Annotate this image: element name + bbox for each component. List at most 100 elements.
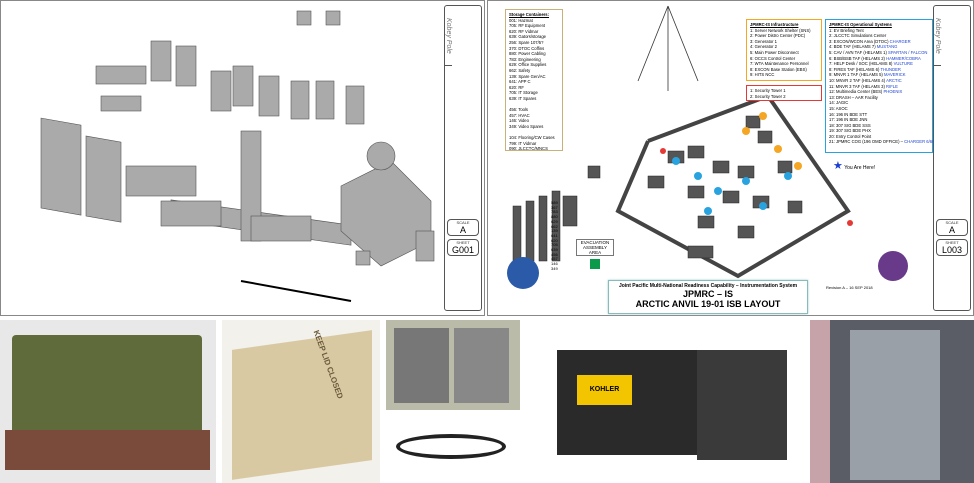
legend-item: 639: Gators/storage xyxy=(509,34,547,40)
ops-item-label: 2: JLCCTC Simulations Center xyxy=(829,33,887,39)
legend-item: 349 xyxy=(551,265,558,271)
legend-item: 589 xyxy=(551,200,558,205)
legend-item: 17: 196 IN BDE JNN xyxy=(829,117,929,123)
evacuation-label: EVACUATION ASSEMBLY AREA xyxy=(576,239,614,256)
ops-item-callsign: RIFLE xyxy=(886,83,898,89)
ops-item-label: 1: EV Briefing Tent xyxy=(829,27,864,33)
legend-item: 4: BDE TAF (HELAMS 7) MUSTANG xyxy=(829,44,929,50)
legend-item: 370: DTOC Coffins xyxy=(509,45,545,51)
legend-item: 456 xyxy=(551,251,558,257)
legend-item: 12: Multimedia Center (BES) PHOENIX xyxy=(829,89,929,95)
legend-item: 662: Safety xyxy=(509,67,531,73)
ops-item-callsign: ARCTIC xyxy=(886,77,902,83)
legend-item: 3: Generator 1 xyxy=(750,38,778,44)
ops-item-callsign: SPARTAN / FALCON xyxy=(888,49,928,55)
scale-value: A xyxy=(948,225,955,235)
legend-item: 4: Generator 2 xyxy=(750,44,778,50)
title-line-2: JPMRC – IS xyxy=(682,289,733,299)
legend-item: 367 xyxy=(551,204,558,210)
legend-item: 705 xyxy=(551,242,558,248)
legend-item: 620: RF Vidmar xyxy=(509,28,539,34)
ops-item-callsign: MUSTANG xyxy=(876,44,898,50)
legend-item: 14: JAGIC xyxy=(829,100,929,106)
ops-item-label: 6: BSB/BSB TAF (HELAMS 2) xyxy=(829,55,887,61)
photo-distribution-panel xyxy=(386,320,520,410)
legend-item: 1: Security Tower 1 xyxy=(750,88,786,93)
ops-item-callsign: HAMMER/COBRA xyxy=(886,55,921,61)
legend-item: 639: IT Spares xyxy=(509,95,537,101)
ops-item-label: 3: EXCON/WCON Area (DTOC) xyxy=(829,38,890,44)
ops-item-label: 4: BDE TAF (HELAMS 7) xyxy=(829,44,877,50)
ops-item-callsign: CHARGER 6/60 xyxy=(904,139,935,145)
legend-item: 457: HVAC xyxy=(509,112,530,118)
legend-item: 139: Spare Gen/AC xyxy=(509,73,546,79)
assembly-point-icon xyxy=(590,259,600,269)
ops-item-callsign: CHARGER xyxy=(889,38,911,44)
ops-item-label: 14: JAGIC xyxy=(829,100,849,106)
ops-item-label: 7: HELP Desk / SOC (HELAMS 8) xyxy=(829,61,894,67)
legend-item: 7: HELP Desk / SOC (HELAMS 8) VULTURE xyxy=(829,61,929,67)
legend-item: 629 xyxy=(551,218,558,224)
legend-item: 090: JLCCTC/MNCS xyxy=(509,146,548,152)
infrastructure-legend-title: JPMRC-IS Infrastructure xyxy=(750,22,799,27)
legend-item: 001: Hazmat xyxy=(509,17,533,23)
infrastructure-legend: JPMRC-IS Infrastructure 1: Server Networ… xyxy=(746,19,822,81)
photo-cable xyxy=(386,414,520,483)
legend-item: 783 xyxy=(551,209,558,215)
ops-item-label: 11: MNVR 3 TAF (HELAMS 3) xyxy=(829,83,887,89)
ops-item-label: 15: ASOC xyxy=(829,105,848,111)
legend-item: 880: Power Cabling xyxy=(509,51,546,57)
ops-item-label: 9: MNVR 1 TAF (HELAMS 5) xyxy=(829,72,884,78)
ops-item-callsign: THUNDER xyxy=(880,66,901,72)
legend-item: 641: APP C xyxy=(509,79,531,85)
legend-item: 9: HITS NCC xyxy=(750,72,775,78)
legend-item: 2: JLCCTC Simulations Center xyxy=(829,33,929,39)
legend-item: 5: Main Power Disconnect xyxy=(750,49,799,55)
legend-item: 11: MNVR 3 TAF (HELAMS 3) RIFLE xyxy=(829,84,929,90)
legend-item: 20: Entry Control Point xyxy=(829,134,929,140)
sheet-id: L003 xyxy=(941,245,963,255)
legend-item: 16: 196 IN BDE STT xyxy=(829,112,929,118)
legend-item: 7: WTA Maintenance Personnel xyxy=(750,61,809,67)
sheet-id: G001 xyxy=(451,245,475,255)
legend-item: 5: CAV / AVN TAF (HELAMS 1) SPARTAN / FA… xyxy=(829,50,929,56)
ops-item-callsign: PHOENIX xyxy=(883,89,903,95)
legend-item: 9: MNVR 1 TAF (HELAMS 5) MAVERICK xyxy=(829,72,929,78)
legend-item: 620 xyxy=(551,237,558,243)
legend-item: 783: Engineering xyxy=(509,56,541,62)
ops-item-label: 16: 196 IN BDE STT xyxy=(829,111,868,117)
legend-item: 19: 307 SIG BDE PHX xyxy=(829,128,929,134)
kobey-pole-logo: Kobey Pole xyxy=(445,6,452,66)
ops-item-label: 21: JPMRC COG (196 OMD OFFICE) – xyxy=(829,139,905,145)
legend-item: 21: JPMRC COG (196 OMD OFFICE) – CHARGER… xyxy=(829,139,934,145)
layout-title-box: Joint Pacific Multi-National Readiness C… xyxy=(608,280,808,314)
title-line-1: Joint Pacific Multi-National Readiness C… xyxy=(618,283,798,289)
ops-item-callsign: VULTURE xyxy=(893,61,913,67)
ops-item-label: 17: 196 IN BDE JNN xyxy=(829,117,868,123)
legend-item: 456: Tools xyxy=(509,107,529,113)
legend-item: 13: DRASH – AAR Facility xyxy=(829,95,929,101)
photo-green-power-box xyxy=(0,320,216,483)
legend-item: 6: OCCS Control Center xyxy=(750,55,796,61)
legend-item: 349: Video Spares xyxy=(509,123,544,129)
legend-item: 146: Video xyxy=(509,118,529,124)
operations-legend: JPMRC-IS Operational Systems 1: EV Brief… xyxy=(825,19,934,153)
ops-item-label: 8: FIRES TAF (HELAMS 6) xyxy=(829,66,881,72)
ops-item-label: 10: MNVR 2 TAF (HELAMS 4) xyxy=(829,77,887,83)
legend-item: 6: BSB/BSB TAF (HELAMS 2) HAMMER/COBRA xyxy=(829,56,929,62)
legend-item: 457 xyxy=(551,256,558,262)
legend-item: 662 xyxy=(551,223,558,229)
legend-item: 629: Office Supplies xyxy=(509,62,547,68)
legend-item: 799: IT Vidmar xyxy=(509,140,537,146)
revision-label: Revision A – 16 SEP 2018 xyxy=(826,285,873,290)
star-icon: ★ xyxy=(833,160,843,172)
